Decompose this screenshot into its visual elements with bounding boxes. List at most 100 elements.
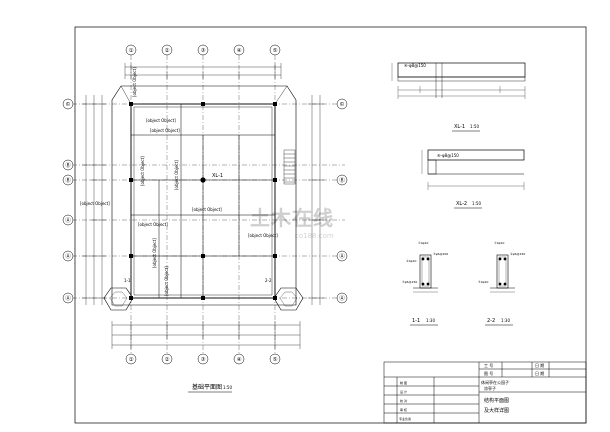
svg-text:Ⓑ: Ⓑ	[65, 161, 71, 169]
tb-role-designer: 设 计	[400, 389, 407, 394]
plan-title-block: 基础平面图 1:50	[188, 383, 232, 393]
interior-beams	[131, 104, 275, 298]
s1-rebar-1: ①4φ10	[418, 241, 428, 245]
svg-text:⑤: ⑤	[273, 357, 278, 363]
xl1-detail	[391, 62, 526, 99]
xl2-title: XL-2	[456, 201, 467, 207]
svg-text:Ⓑ: Ⓑ	[339, 176, 345, 184]
s2-rebar-3: ③4φ10	[478, 280, 488, 284]
axis-bubble-bottom-5: ⑤	[269, 353, 281, 365]
svg-text:Ⓐ: Ⓐ	[65, 252, 71, 260]
svg-text:©: ©	[339, 101, 345, 108]
axis-bubble-left-4: Ⓐ	[62, 214, 74, 226]
right-dimensions	[308, 95, 324, 305]
axis-bubble-right-3: Ⓐ	[336, 250, 348, 262]
horizontal-axis-lines	[72, 103, 345, 299]
tb-label-job-no: 工 号	[484, 362, 493, 368]
axis-bubble-right-4: Ⓐ	[336, 292, 348, 304]
axis-bubble-left-5: Ⓐ	[62, 250, 74, 262]
xl1-scale: 1:50	[470, 124, 479, 129]
columns	[129, 102, 277, 300]
left-dimensions	[82, 95, 106, 305]
tb-project-1: 休闲亭在公园子	[481, 379, 509, 385]
callout-6: [object Object]	[192, 207, 222, 212]
s2-scale: 1:30	[501, 318, 510, 323]
callout-9: [object Object]	[152, 238, 157, 268]
s2-rebar-1: ①4φ10	[494, 241, 504, 245]
tb-role-reviewer: 审 核	[400, 407, 407, 412]
section-1-1	[413, 254, 438, 293]
callout-10: [object Object]	[248, 233, 278, 238]
axis-bubble-bottom-4: ④	[233, 353, 245, 365]
axis-bubble-left-1: ©	[62, 98, 74, 110]
corner-pavilion-right	[273, 287, 304, 311]
bottom-dimensions	[111, 321, 301, 349]
top-axis-bubbles: ① ② ③ ④ ⑤	[125, 44, 281, 56]
axis-bubble-top-5: ⑤	[269, 44, 281, 56]
watermark-main: 土木在线	[250, 206, 334, 230]
tb-role-checker: 校 对	[400, 398, 407, 403]
plan-scale: 1:50	[223, 385, 232, 390]
svg-text:Ⓐ: Ⓐ	[65, 216, 71, 224]
plan-title: 基础平面图	[192, 383, 222, 391]
svg-text:③: ③	[201, 357, 206, 363]
tb-role-lead: 专业负责	[399, 416, 411, 421]
axis-bubble-top-1: ①	[125, 44, 137, 56]
svg-text:©: ©	[65, 101, 71, 108]
svg-text:Ⓑ: Ⓑ	[65, 176, 71, 184]
s1-rebar-4: ④φ6@150	[402, 280, 417, 284]
svg-text:Ⓐ: Ⓐ	[339, 294, 345, 302]
svg-text:Ⓐ: Ⓐ	[339, 252, 345, 260]
s1-rebar-3: ③φ6@200	[433, 252, 448, 256]
s2-rebar-2: ②φ6@150	[510, 252, 525, 256]
section-tag-right: 2-2	[265, 278, 272, 283]
bottom-axis-bubbles: ① ② ③ ④ ⑤	[125, 353, 281, 365]
svg-text:Ⓐ: Ⓐ	[65, 294, 71, 302]
svg-text:②: ②	[165, 47, 170, 54]
axis-bubble-top-4: ④	[233, 44, 245, 56]
section-tag-left: 1-1	[124, 278, 131, 283]
stair	[283, 149, 296, 185]
roof-outline	[111, 85, 297, 306]
top-dimensions	[124, 63, 282, 79]
axis-bubble-left-2: Ⓑ	[62, 159, 74, 171]
tb-label-date-2: 日 期	[535, 370, 544, 376]
section-2-2	[490, 254, 515, 293]
xl1-note: ④-φ8@150	[404, 63, 426, 68]
s2-title: 2-2	[487, 318, 495, 324]
callout-5: [object Object]	[174, 160, 179, 190]
watermark: 土木在线 co188.com	[250, 206, 334, 240]
s1-scale: 1:30	[426, 318, 435, 323]
tb-label-date-1: 日 期	[535, 362, 544, 368]
svg-text:①: ①	[129, 357, 134, 363]
xl2-scale: 1:50	[472, 201, 481, 206]
xl2-note: ④-φ8@150	[437, 153, 459, 158]
xl2-detail	[421, 149, 525, 190]
callout-7: [object Object]	[80, 201, 110, 206]
xl1-title: XL-1	[454, 124, 465, 130]
callout-2: [object Object]	[146, 118, 176, 123]
axis-bubble-bottom-2: ②	[161, 353, 173, 365]
tb-label-drawing-no: 图 号	[484, 370, 493, 376]
svg-text:③: ③	[201, 48, 206, 54]
axis-bubble-left-6: Ⓐ	[62, 292, 74, 304]
axis-bubble-right-2: Ⓑ	[336, 174, 348, 186]
corner-pavilion-left	[103, 287, 134, 311]
axis-bubble-left-3: Ⓑ	[62, 174, 74, 186]
callout-11: [object Object]	[164, 266, 169, 296]
axis-bubble-bottom-1: ①	[125, 353, 137, 365]
callout-4: [object Object]	[140, 156, 145, 186]
svg-text:①: ①	[129, 48, 134, 54]
sheet-border	[74, 26, 587, 424]
right-axis-bubbles: © Ⓑ Ⓐ Ⓐ	[336, 98, 348, 304]
title-block	[383, 361, 587, 424]
svg-text:④: ④	[237, 48, 242, 54]
callout-1: [object Object]	[132, 67, 137, 97]
plan-callouts: [object Object] [object Object] [object …	[80, 67, 278, 296]
watermark-sub: co188.com	[295, 232, 334, 240]
tb-project-2: 凉亭子	[484, 385, 496, 391]
axis-bubble-right-1: ©	[336, 98, 348, 110]
svg-text:②: ②	[165, 356, 170, 363]
svg-text:④: ④	[237, 357, 242, 363]
